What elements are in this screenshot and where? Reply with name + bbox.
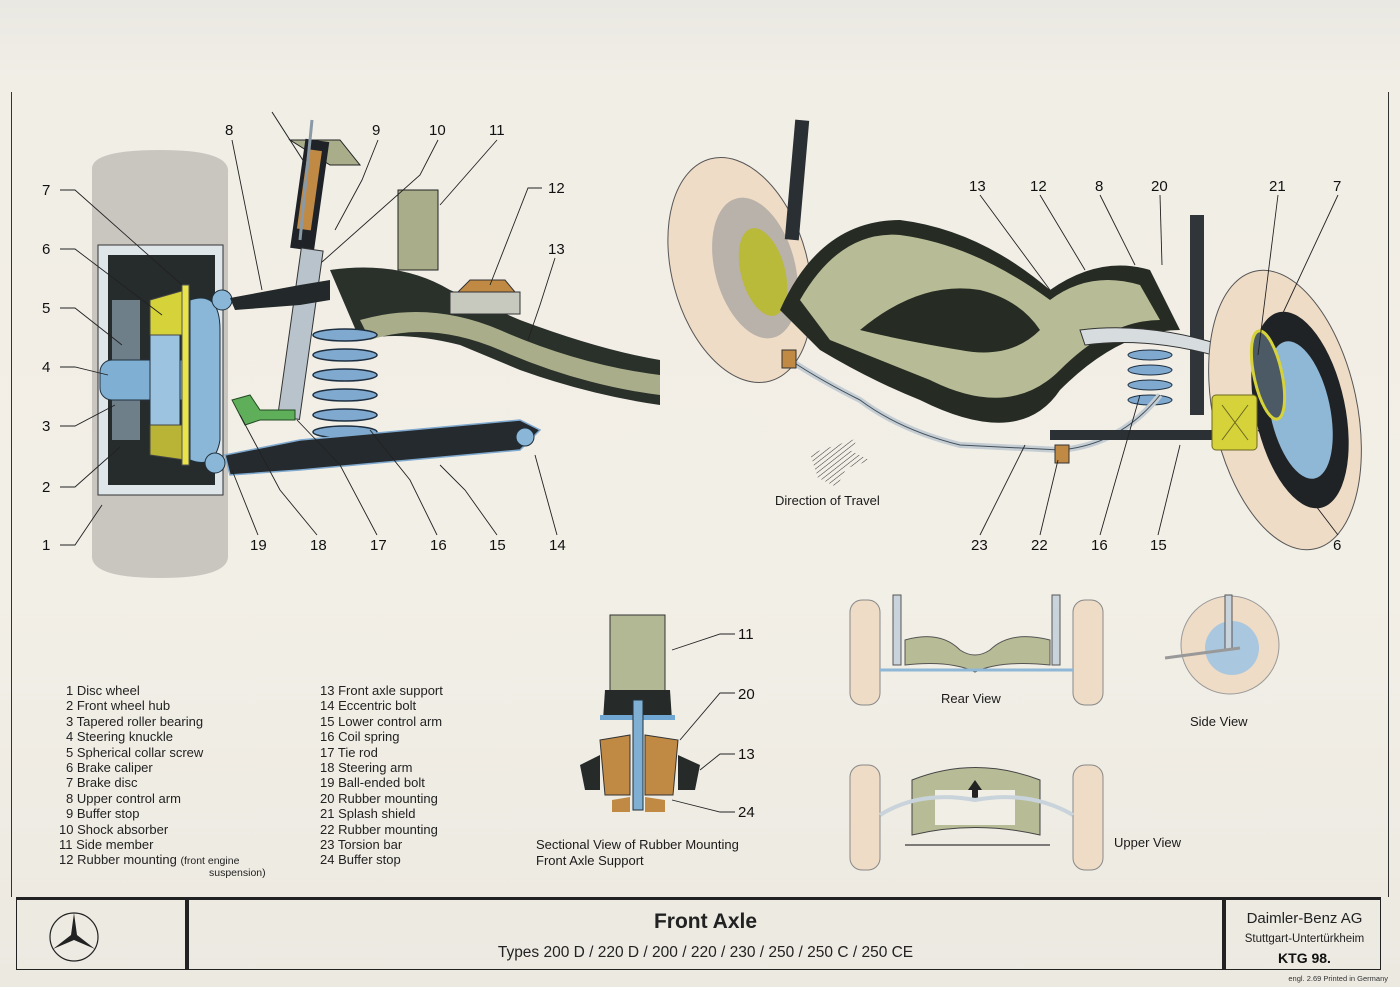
legend-item: 4 Steering knuckle: [66, 729, 173, 745]
upper-view-label: Upper View: [1114, 835, 1181, 850]
title-cell: Front Axle Types 200 D / 220 D / 200 / 2…: [189, 900, 1222, 969]
callout-p21: 21: [1269, 178, 1286, 195]
callout-18: 18: [310, 537, 327, 554]
legend-item: 15 Lower control arm: [320, 713, 443, 729]
legend-item: 22 Rubber mounting: [320, 821, 438, 837]
rear-view-label: Rear View: [941, 691, 1001, 706]
callout-7: 7: [42, 182, 51, 199]
legend-item: 21 Splash shield: [320, 806, 416, 822]
rubber-mount-section-illustration: [580, 614, 700, 812]
sheet-frame: [11, 92, 1389, 897]
perspective-view-illustration: [667, 119, 1362, 551]
legend-item: 8 Upper control arm: [66, 790, 181, 806]
callout-9: 9: [372, 122, 381, 139]
eccentric-bolt-shape: [515, 427, 535, 447]
callout-16: 16: [430, 537, 447, 554]
legend-item: 19 Ball-ended bolt: [320, 775, 425, 791]
legend-item: 17 Tie rod: [320, 744, 378, 760]
title-block: Front Axle Types 200 D / 220 D / 200 / 2…: [16, 897, 1381, 970]
side-view-illustration: [1164, 594, 1280, 695]
rubber-mount-caption-line2: Front Axle Support: [536, 853, 644, 868]
callout-4: 4: [42, 359, 51, 376]
coil-spring-illustration: [312, 328, 378, 439]
callout-19: 19: [250, 537, 267, 554]
direction-arrow-icon: [810, 438, 871, 488]
callout-p16: 16: [1091, 537, 1108, 554]
side-member-illustration: [397, 189, 439, 271]
print-note: engl. 2.69 Printed in Germany: [1288, 974, 1388, 983]
upper-view-illustration: [849, 764, 1104, 871]
mercedes-star-icon: [49, 912, 99, 962]
rubber-mount-caption: Sectional View of Rubber Mounting Front …: [536, 837, 739, 869]
legend-item: 20 Rubber mounting: [320, 790, 438, 806]
side-view-label: Side View: [1190, 714, 1248, 729]
callout-p12: 12: [1030, 178, 1047, 195]
callout-p22: 22: [1031, 537, 1048, 554]
legend-item: 9 Buffer stop: [66, 806, 140, 822]
sheet-types: Types 200 D / 220 D / 200 / 220 / 230 / …: [497, 944, 914, 961]
callout-p8: 8: [1095, 178, 1104, 195]
callout-14: 14: [549, 537, 566, 554]
legend-item: 2 Front wheel hub: [66, 698, 171, 714]
callout-2: 2: [42, 479, 51, 496]
legend-item: 14 Eccentric bolt: [320, 698, 417, 714]
callout-5: 5: [42, 300, 51, 317]
brake-disc-perspective: [1249, 329, 1287, 421]
callout-r11: 11: [738, 626, 754, 643]
rubber-mounting-22-shape: [1054, 444, 1070, 464]
callout-8: 8: [225, 122, 234, 139]
callout-r13: 13: [738, 746, 755, 763]
direction-of-travel-label: Direction of Travel: [775, 493, 880, 508]
callout-11: 11: [489, 122, 505, 139]
callout-p13: 13: [969, 178, 986, 195]
legend-item: 7 Brake disc: [66, 775, 138, 791]
legend-item: 11 Side member: [59, 837, 154, 853]
legend-item: 13 Front axle support: [320, 683, 443, 698]
logo-cell: [17, 900, 189, 969]
section-view-illustration: [91, 150, 233, 578]
forward-arrow-icon: [968, 780, 982, 798]
callout-r24: 24: [738, 804, 755, 821]
legend-item: 5 Spherical collar screw: [66, 744, 204, 760]
callout-10: 10: [429, 122, 446, 139]
callout-13: 13: [548, 241, 565, 258]
legend-item: 3 Tapered roller bearing: [66, 713, 204, 729]
rear-view-illustration: [849, 594, 1104, 706]
company-location: Stuttgart-Untertürkheim: [1244, 933, 1365, 945]
legend-item: 24 Buffer stop: [320, 852, 401, 868]
leader-lines: [60, 139, 1339, 813]
callout-p23: 23: [971, 537, 988, 554]
tie-rod-shape: [231, 394, 296, 426]
legend-item: 1 Disc wheel: [66, 683, 140, 698]
callout-p7: 7: [1333, 178, 1342, 195]
company-name: Daimler-Benz AG: [1246, 910, 1363, 927]
legend-item: 10 Shock absorber: [59, 821, 169, 837]
sheet-title: Front Axle: [653, 910, 758, 933]
callout-3: 3: [42, 418, 51, 435]
legend-item: 18 Steering arm: [320, 760, 413, 776]
legend-column-1: 1 Disc wheel 2 Front wheel hub 3 Tapered…: [59, 683, 266, 881]
callout-12: 12: [548, 180, 565, 197]
company-cell: Daimler-Benz AG Stuttgart-Untertürkheim …: [1222, 900, 1383, 969]
rubber-mounting-12-shape: [456, 279, 517, 293]
callout-17: 17: [370, 537, 387, 554]
callout-6: 6: [42, 241, 51, 258]
upper-control-arm-shape: [230, 280, 330, 310]
sheet-code: KTG 98.: [1278, 950, 1331, 966]
brake-disc-shape: [181, 284, 190, 466]
rubber-mount-caption-line1: Sectional View of Rubber Mounting: [536, 837, 739, 852]
legend-column-2: 13 Front axle support 14 Eccentric bolt …: [320, 683, 443, 868]
legend-item: 23 Torsion bar: [320, 837, 403, 853]
legend-item: 6 Brake caliper: [66, 760, 153, 776]
callout-p6: 6: [1333, 537, 1342, 554]
legend-item: 16 Coil spring: [320, 729, 400, 745]
callout-1: 1: [42, 537, 51, 554]
lower-control-arm-shape: [224, 419, 542, 476]
callout-r20: 20: [738, 686, 755, 703]
callout-p20: 20: [1151, 178, 1168, 195]
callout-p15: 15: [1150, 537, 1167, 554]
steering-knuckle-shape: [189, 297, 221, 463]
callout-15: 15: [489, 537, 506, 554]
